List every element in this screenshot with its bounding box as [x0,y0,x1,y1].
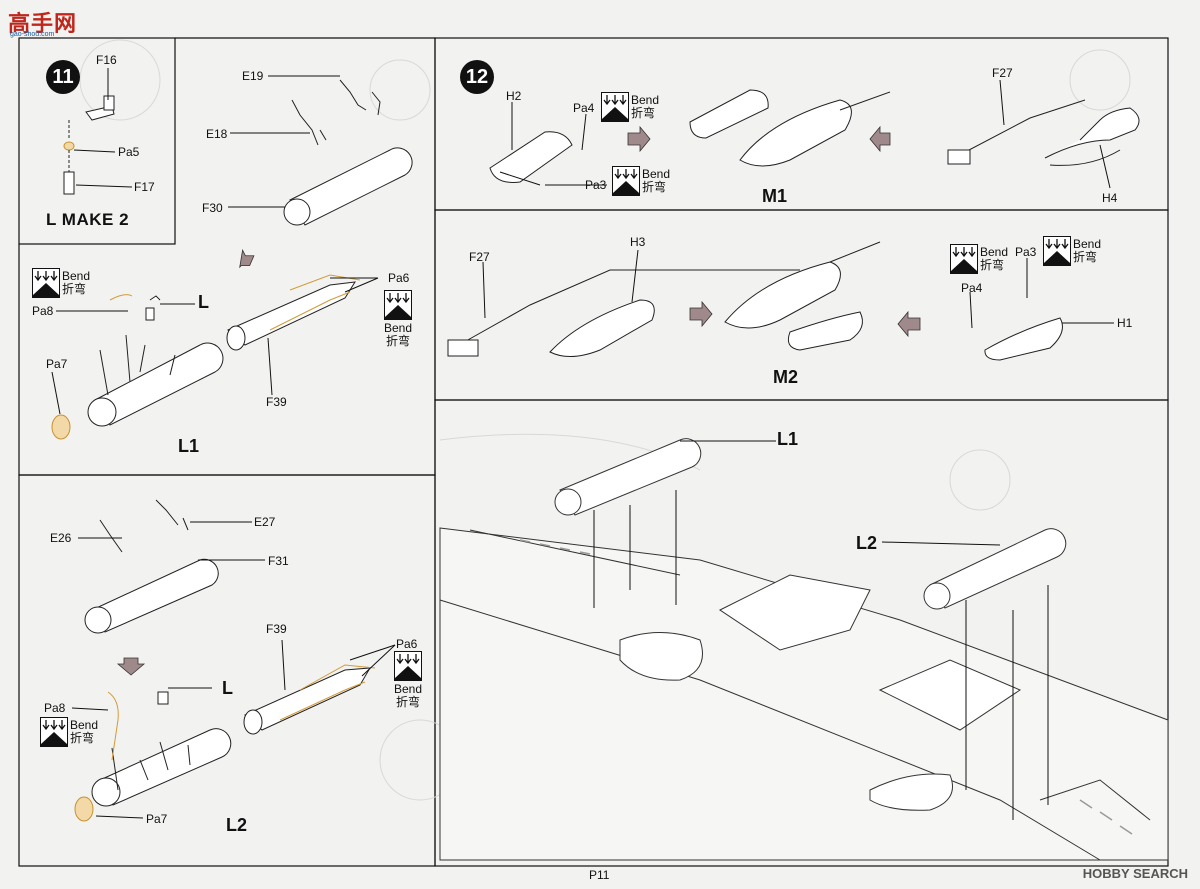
bend-icon [394,651,423,681]
step-11-number: 11 [52,65,74,88]
part-label-pa7: Pa7 [146,812,168,826]
bend-icon [384,290,413,320]
part-label-pa4: Pa4 [961,281,983,295]
part-label-h4: H4 [1102,191,1118,205]
part-label-h2: H2 [506,89,522,103]
part-label-f30: F30 [202,201,223,215]
part-label-f27: F27 [469,250,490,264]
part-label-f39: F39 [266,395,287,409]
part-label-pa4: Pa4 [573,101,595,115]
bend-label-zh: 折弯 [1073,250,1098,264]
bend-label-zh: 折弯 [70,731,95,745]
part-label-f16: F16 [96,53,117,67]
wing-l1-callout: L1 [777,429,799,449]
part-label-h1: H1 [1117,316,1133,330]
page-number: P11 [589,868,610,882]
part-label-f17: F17 [134,180,155,194]
bend-label-en: Bend [70,718,99,732]
bend-icon [950,244,978,274]
bend-icon [601,92,629,122]
part-label-e18: E18 [206,127,228,141]
bend-label-en: Bend [631,93,660,107]
step-11-badge: 11 [46,60,80,94]
part-label-pa8: Pa8 [32,304,54,318]
site-logo-url: gao-shou.com [10,31,55,38]
watermark: HOBBY SEARCH [1082,866,1188,881]
bend-label-en: Bend [394,682,423,696]
part-label-l: L [198,292,209,312]
l2-assembly-title: L2 [226,815,248,835]
bend-label-zh: 折弯 [642,180,667,194]
bend-label-zh: 折弯 [980,258,1005,272]
bend-icon [32,268,60,298]
bend-label-zh: 折弯 [396,695,421,709]
part-label-pa6: Pa6 [388,271,410,285]
m1-assembly-title: M1 [762,186,788,206]
bend-icon [1043,236,1071,266]
bend-label-zh: 折弯 [631,106,656,120]
bend-label-en: Bend [1073,237,1102,251]
part-label-e26: E26 [50,531,72,545]
make-two-note: L MAKE 2 [46,210,130,229]
part-label-l: L [222,678,233,698]
part-label-f27: F27 [992,66,1013,80]
part-label-pa7: Pa7 [46,357,68,371]
part-label-f31: F31 [268,554,289,568]
l1-assembly-title: L1 [178,436,200,456]
site-logo: 高手网 [8,11,78,36]
l1-panel-frame [18,37,436,476]
part-label-e19: E19 [242,69,264,83]
step-12-badge: 12 [460,60,494,94]
wing-l2-callout: L2 [856,533,878,553]
wing-panel-frame [434,399,1169,867]
bend-label-en: Bend [980,245,1009,259]
bend-label-zh: 折弯 [62,282,87,296]
part-label-pa6: Pa6 [396,637,418,651]
part-label-pa5: Pa5 [118,145,140,159]
bend-label-en: Bend [642,167,671,181]
bend-label-en: Bend [384,321,413,335]
part-label-pa3: Pa3 [585,178,607,192]
part-label-e27: E27 [254,515,276,529]
bend-icon [612,166,640,196]
part-label-h3: H3 [630,235,646,249]
m2-assembly-title: M2 [773,367,799,387]
bend-icon [40,717,68,747]
bend-label-zh: 折弯 [386,334,411,348]
bend-label-en: Bend [62,269,91,283]
step11-frame [18,37,176,245]
part-label-f39: F39 [266,622,287,636]
step-12-number: 12 [465,65,489,88]
part-label-pa8: Pa8 [44,701,66,715]
part-label-pa3: Pa3 [1015,245,1037,259]
